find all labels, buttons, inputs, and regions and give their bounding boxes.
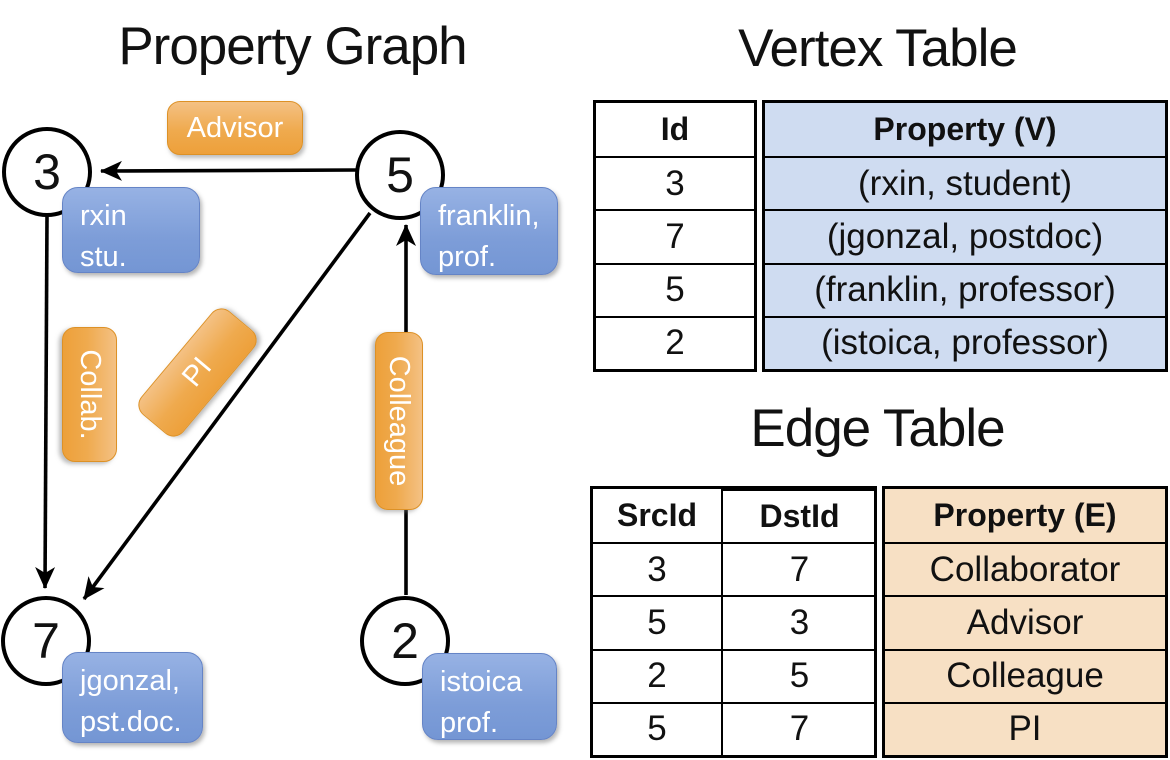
edge-table-dst-cell: 7 — [723, 701, 876, 755]
vertex-table-id-column: Id 3 7 5 2 — [593, 100, 757, 372]
vertex-property-line: franklin, — [438, 200, 540, 232]
graph-node-5: 5 — [355, 130, 445, 220]
vertex-table-property-cell: (istoica, professor) — [765, 315, 1165, 369]
vertex-property-box-jgonzal: jgonzal, pst.doc. — [62, 652, 203, 743]
vertex-property-line: pst.doc. — [80, 706, 182, 739]
vertex-property-line: istoica — [440, 666, 523, 698]
vertex-table-header-property: Property (V) — [765, 103, 1165, 157]
vertex-table-id-cell: 3 — [596, 156, 754, 209]
edge-table-dst-cell: 7 — [723, 542, 876, 595]
vertex-property-box-franklin: franklin, prof. — [420, 187, 558, 275]
vertex-table-id-cell: 2 — [596, 315, 754, 369]
vertex-property-line: prof. — [440, 707, 499, 740]
edge-table-src-cell: 5 — [593, 595, 723, 649]
vertex-property-line: prof. — [438, 241, 497, 274]
vertex-table-title: Vertex Table — [738, 19, 1018, 78]
edge-table-dst-cell: 3 — [723, 595, 876, 648]
vertex-property-line: rxin — [80, 200, 127, 232]
edge-label-collab: Collab. — [62, 327, 117, 462]
vertex-property-line: jgonzal, — [80, 665, 180, 697]
vertex-table-property-cell: (rxin, student) — [765, 156, 1165, 210]
vertex-table-id-cell: 5 — [596, 262, 754, 316]
edge-table-property-column: Property (E) Collaborator Advisor Collea… — [882, 486, 1168, 758]
edge-table-header-property: Property (E) — [885, 489, 1165, 543]
edge-table-src-cell: 3 — [593, 542, 723, 596]
edge-table-property-cell: PI — [885, 701, 1165, 755]
edge-advisor-line — [100, 160, 357, 181]
edge-table-property-cell: Advisor — [885, 595, 1165, 649]
vertex-property-box-istoica: istoica prof. — [422, 653, 557, 740]
edge-table-header-srcid: SrcId — [593, 489, 723, 543]
vertex-property-box-rxin: rxin stu. — [62, 187, 200, 273]
edge-label-advisor: Advisor — [167, 101, 303, 155]
vertex-table-id-cell: 7 — [596, 209, 754, 262]
edge-table-title: Edge Table — [750, 399, 1005, 458]
graph-node-2: 2 — [360, 596, 450, 686]
edge-table-src-cell: 2 — [593, 648, 723, 702]
edge-table-property-cell: Collaborator — [885, 542, 1165, 596]
vertex-table-property-cell: (franklin, professor) — [765, 262, 1165, 316]
vertex-table-header-id: Id — [660, 111, 690, 148]
edge-pi-line — [82, 211, 372, 601]
vertex-table-property-cell: (jgonzal, postdoc) — [765, 209, 1165, 263]
edge-table-src-cell: 5 — [593, 701, 723, 755]
edge-table-dst-cell: 5 — [723, 648, 876, 702]
vertex-property-line: stu. — [80, 241, 127, 274]
property-graph-title: Property Graph — [118, 17, 467, 76]
vertex-table-property-column: Property (V) (rxin, student) (jgonzal, p… — [762, 100, 1168, 372]
edge-table-id-columns: SrcId DstId 3 7 5 3 2 5 5 7 — [590, 486, 877, 758]
edge-collab-line — [35, 215, 56, 589]
edge-table-property-cell: Colleague — [885, 648, 1165, 702]
edge-table-header-dstid: DstId — [723, 489, 876, 542]
edge-label-colleague: Colleague — [375, 332, 423, 510]
